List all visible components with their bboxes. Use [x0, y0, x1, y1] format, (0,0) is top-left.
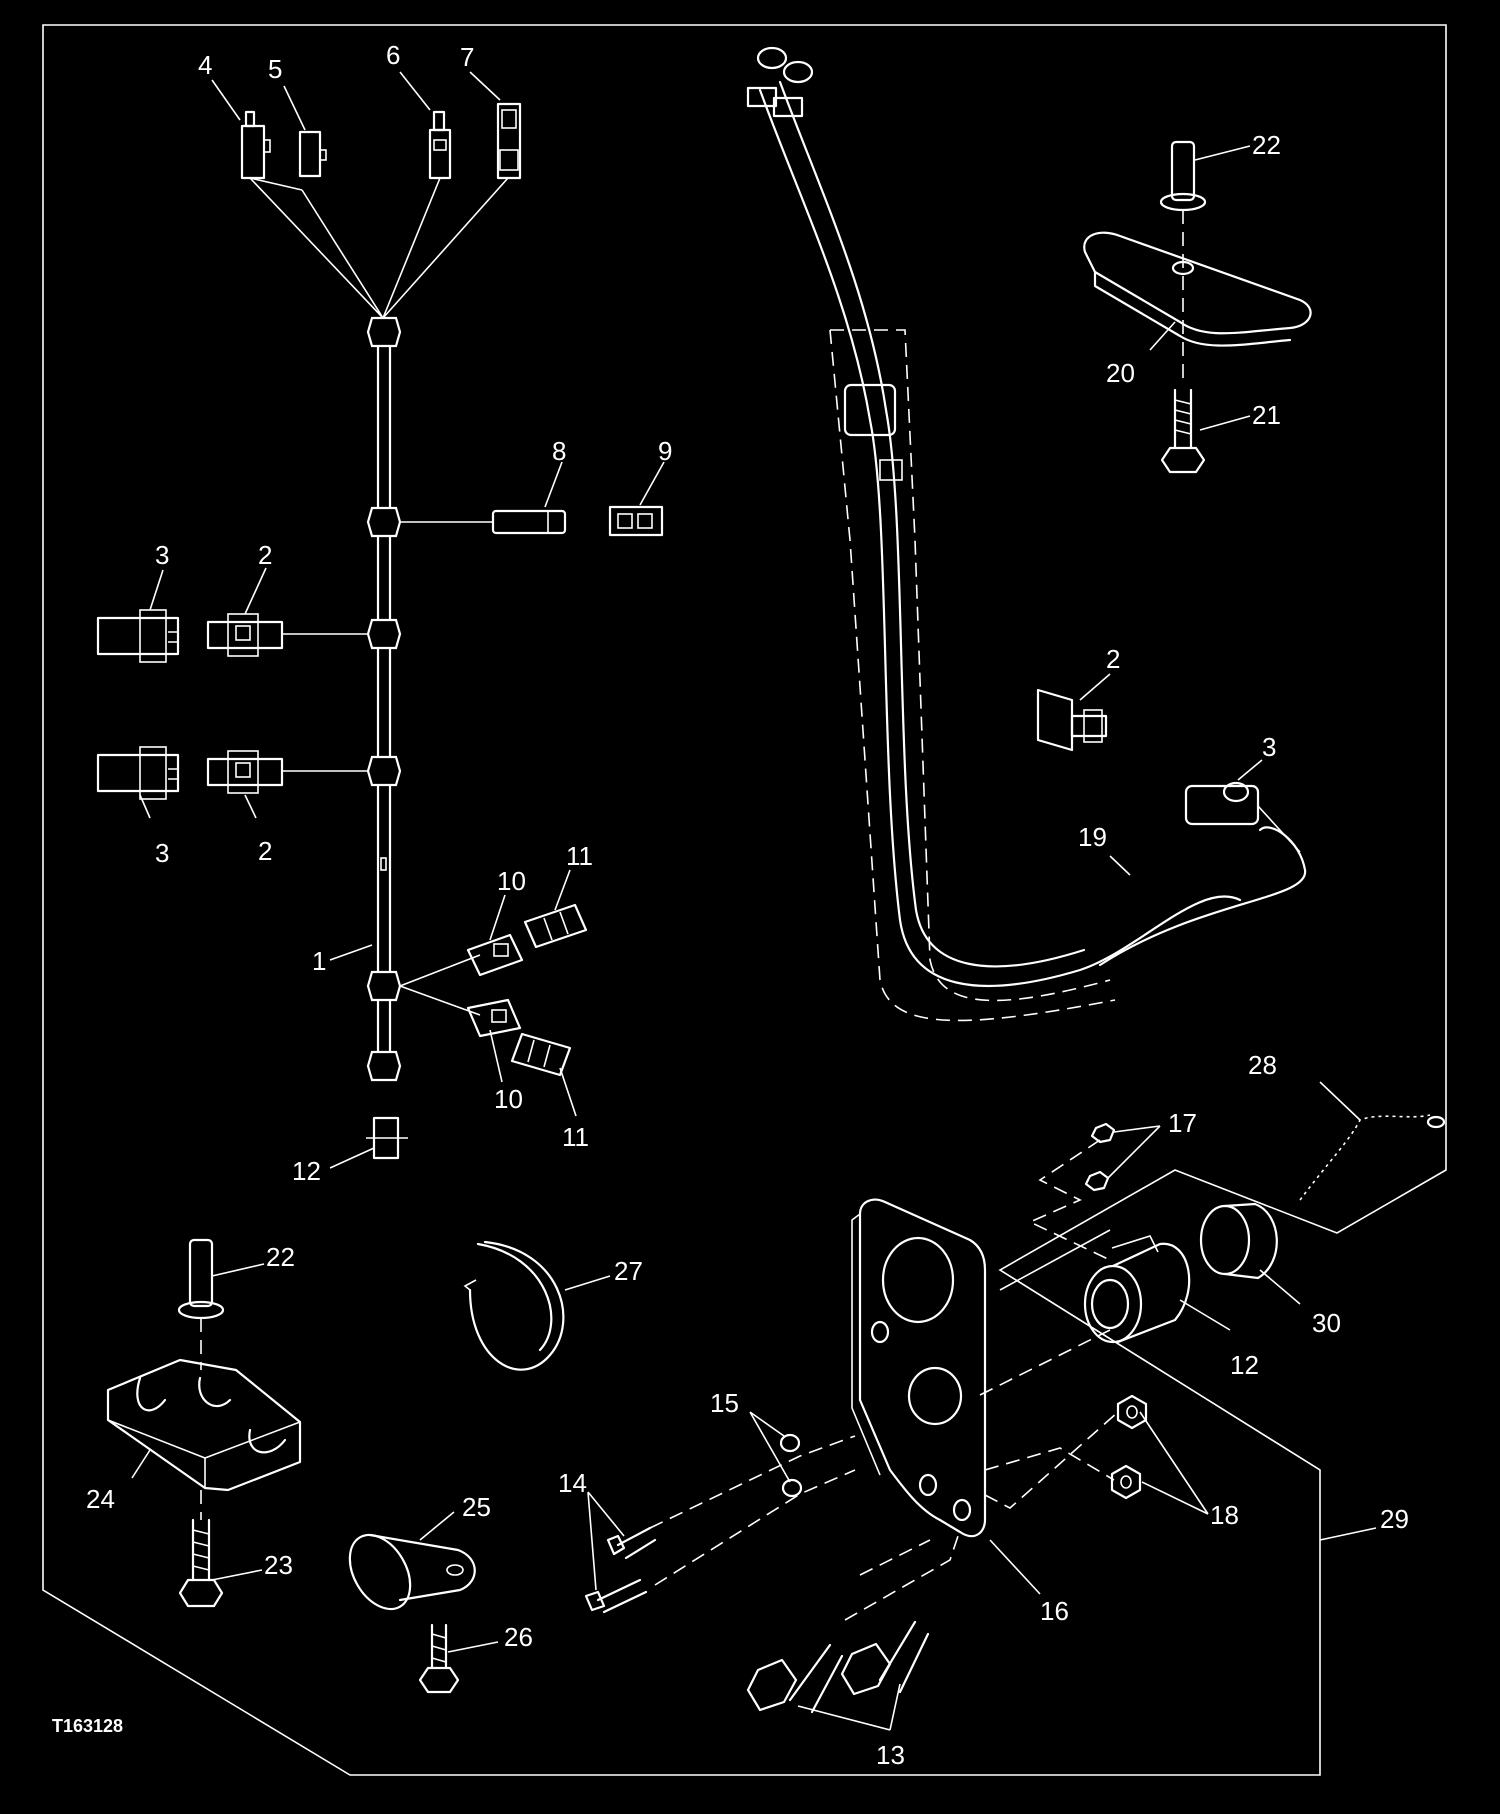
callout-6: 6 — [386, 40, 400, 70]
wiring-harness-1 — [249, 177, 509, 1082]
clip-25 — [348, 1533, 476, 1611]
band-clamp-27 — [463, 1240, 565, 1371]
callout-13: 13 — [876, 1740, 905, 1770]
nuts-17 — [1084, 1122, 1116, 1192]
callout-10-lower: 10 — [494, 1084, 523, 1114]
drawing-id: T163128 — [52, 1716, 123, 1736]
callout-2-upper: 2 — [258, 540, 272, 570]
harness-clips — [366, 316, 402, 1082]
callout-27: 27 — [614, 1256, 643, 1286]
connector-7 — [496, 102, 522, 180]
connector-10-upper — [466, 933, 524, 977]
callout-9: 9 — [658, 436, 672, 466]
connector-8 — [491, 509, 567, 535]
band-12 — [366, 1116, 408, 1160]
callout-11-lower: 11 — [562, 1122, 589, 1152]
callout-11-upper: 11 — [566, 841, 593, 871]
connector-2-hood — [1036, 688, 1108, 752]
connector-2-upper — [206, 613, 284, 657]
callout-12-receptacle: 12 — [1230, 1350, 1259, 1380]
connector-11-upper — [523, 903, 588, 949]
callout-1: 1 — [312, 946, 326, 976]
connector-3-hood — [1184, 781, 1301, 853]
callout-28: 28 — [1248, 1050, 1277, 1080]
callout-21: 21 — [1252, 400, 1281, 430]
screws-14 — [584, 1526, 657, 1614]
callout-22-top: 22 — [1252, 130, 1281, 160]
bolt-22-left — [177, 1238, 225, 1370]
callout-3-lower: 3 — [155, 838, 169, 868]
callout-14: 14 — [558, 1468, 587, 1498]
callout-16: 16 — [1040, 1596, 1069, 1626]
callout-30: 30 — [1312, 1308, 1341, 1338]
callout-2-hood: 2 — [1106, 644, 1120, 674]
callout-7: 7 — [460, 42, 474, 72]
assembly-lines — [649, 1139, 1119, 1621]
connector-3-upper — [96, 609, 180, 663]
callout-18: 18 — [1210, 1500, 1239, 1530]
screw-26 — [418, 1623, 460, 1694]
dust-cap-30 — [1199, 1202, 1278, 1280]
callout-25: 25 — [462, 1492, 491, 1522]
callout-15: 15 — [710, 1388, 739, 1418]
clamp-bracket-24 — [106, 1358, 302, 1520]
connector-6 — [428, 110, 452, 180]
connector-2-lower — [206, 750, 284, 794]
bolt-22-top — [1159, 140, 1207, 380]
harness-19-end-connectors — [746, 46, 814, 118]
callout-leaders — [131, 71, 1377, 1731]
callout-3-upper: 3 — [155, 540, 169, 570]
callout-17: 17 — [1168, 1108, 1197, 1138]
connector-11-lower — [510, 1032, 572, 1077]
callout-labels: 4 5 6 7 8 9 3 2 3 2 1 10 11 10 11 12 22 … — [86, 40, 1409, 1770]
connector-5 — [298, 130, 327, 178]
callout-12-band: 12 — [292, 1156, 321, 1186]
bolts-13 — [746, 1620, 930, 1714]
callout-2-lower: 2 — [258, 836, 272, 866]
mounting-plate-16 — [851, 1198, 987, 1538]
callout-23: 23 — [264, 1550, 293, 1580]
nuts-18 — [1110, 1394, 1148, 1500]
callout-3-hood: 3 — [1262, 732, 1276, 762]
washers-15 — [779, 1433, 803, 1498]
callout-19: 19 — [1078, 822, 1107, 852]
bolt-23 — [178, 1518, 224, 1608]
callout-5: 5 — [268, 54, 282, 84]
callout-24: 24 — [86, 1484, 115, 1514]
receptacle-12 — [1083, 1235, 1191, 1344]
connector-4 — [240, 110, 271, 180]
chain-28 — [1299, 1114, 1446, 1201]
kit-border — [42, 24, 1447, 1776]
connector-3-lower — [96, 746, 180, 800]
callout-26: 26 — [504, 1622, 533, 1652]
extension-harness-19 — [746, 46, 1307, 1022]
callout-22-left: 22 — [266, 1242, 295, 1272]
callout-10-upper: 10 — [497, 866, 526, 896]
callout-29: 29 — [1380, 1504, 1409, 1534]
bracket-20 — [1083, 231, 1312, 347]
callout-4: 4 — [198, 50, 212, 80]
connector-10-lower — [466, 998, 522, 1038]
callout-8: 8 — [552, 436, 566, 466]
callout-20: 20 — [1106, 358, 1135, 388]
connector-9 — [608, 505, 664, 537]
bolt-21 — [1160, 388, 1206, 474]
